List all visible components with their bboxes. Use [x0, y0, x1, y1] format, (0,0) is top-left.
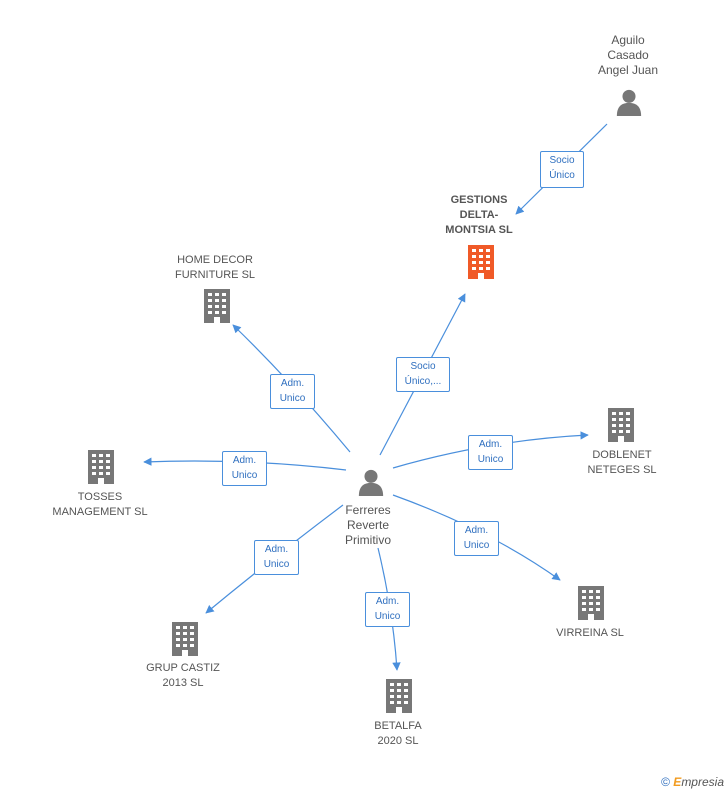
building-icon-home[interactable]: [204, 289, 230, 323]
node-label-tosses[interactable]: TOSSES MANAGEMENT SL: [52, 491, 148, 518]
brand-logo-letter: E: [673, 775, 682, 789]
building-icon-tosses[interactable]: [88, 450, 114, 484]
building-icon-castiz[interactable]: [172, 622, 198, 656]
node-label-gestions[interactable]: GESTIONS DELTA- MONTSIA SL: [445, 194, 513, 236]
building-icon-virreina[interactable]: [578, 586, 604, 620]
edge-label-center-tosses: Adm. Unico: [222, 451, 267, 486]
edge-label-center-castiz: Adm. Unico: [254, 540, 299, 575]
edge-label-center-betalfa: Adm. Unico: [365, 592, 410, 627]
person-icon-aguilo[interactable]: [616, 89, 642, 116]
node-label-aguilo[interactable]: Aguilo Casado Angel Juan: [597, 33, 659, 77]
edge-label-center-gestions: Socio Único,...: [396, 357, 450, 392]
node-label-virreina[interactable]: VIRREINA SL: [556, 627, 624, 639]
copyright-notice: © Empresia: [661, 775, 724, 789]
node-label-home[interactable]: HOME DECOR FURNITURE SL: [174, 254, 256, 281]
node-label-betalfa[interactable]: BETALFA 2020 SL: [374, 720, 422, 747]
node-label-doblenet[interactable]: DOBLENET NETEGES SL: [587, 449, 657, 476]
brand-logo-text: mpresia: [681, 775, 724, 789]
copyright-symbol: ©: [661, 775, 670, 789]
edge-label-aguilo-gestions: Socio Único: [540, 151, 584, 188]
person-icon-center[interactable]: [358, 469, 384, 496]
node-label-castiz[interactable]: GRUP CASTIZ 2013 SL: [146, 662, 220, 689]
building-icon-gestions[interactable]: [468, 245, 494, 279]
edge-label-center-home: Adm. Unico: [270, 374, 315, 409]
building-icon-doblenet[interactable]: [608, 408, 634, 442]
edge-label-center-virreina: Adm. Unico: [454, 521, 499, 556]
node-label-center[interactable]: Ferreres Reverte Primitivo: [344, 503, 391, 547]
building-icon-betalfa[interactable]: [386, 679, 412, 713]
edge-label-center-doblenet: Adm. Unico: [468, 435, 513, 470]
